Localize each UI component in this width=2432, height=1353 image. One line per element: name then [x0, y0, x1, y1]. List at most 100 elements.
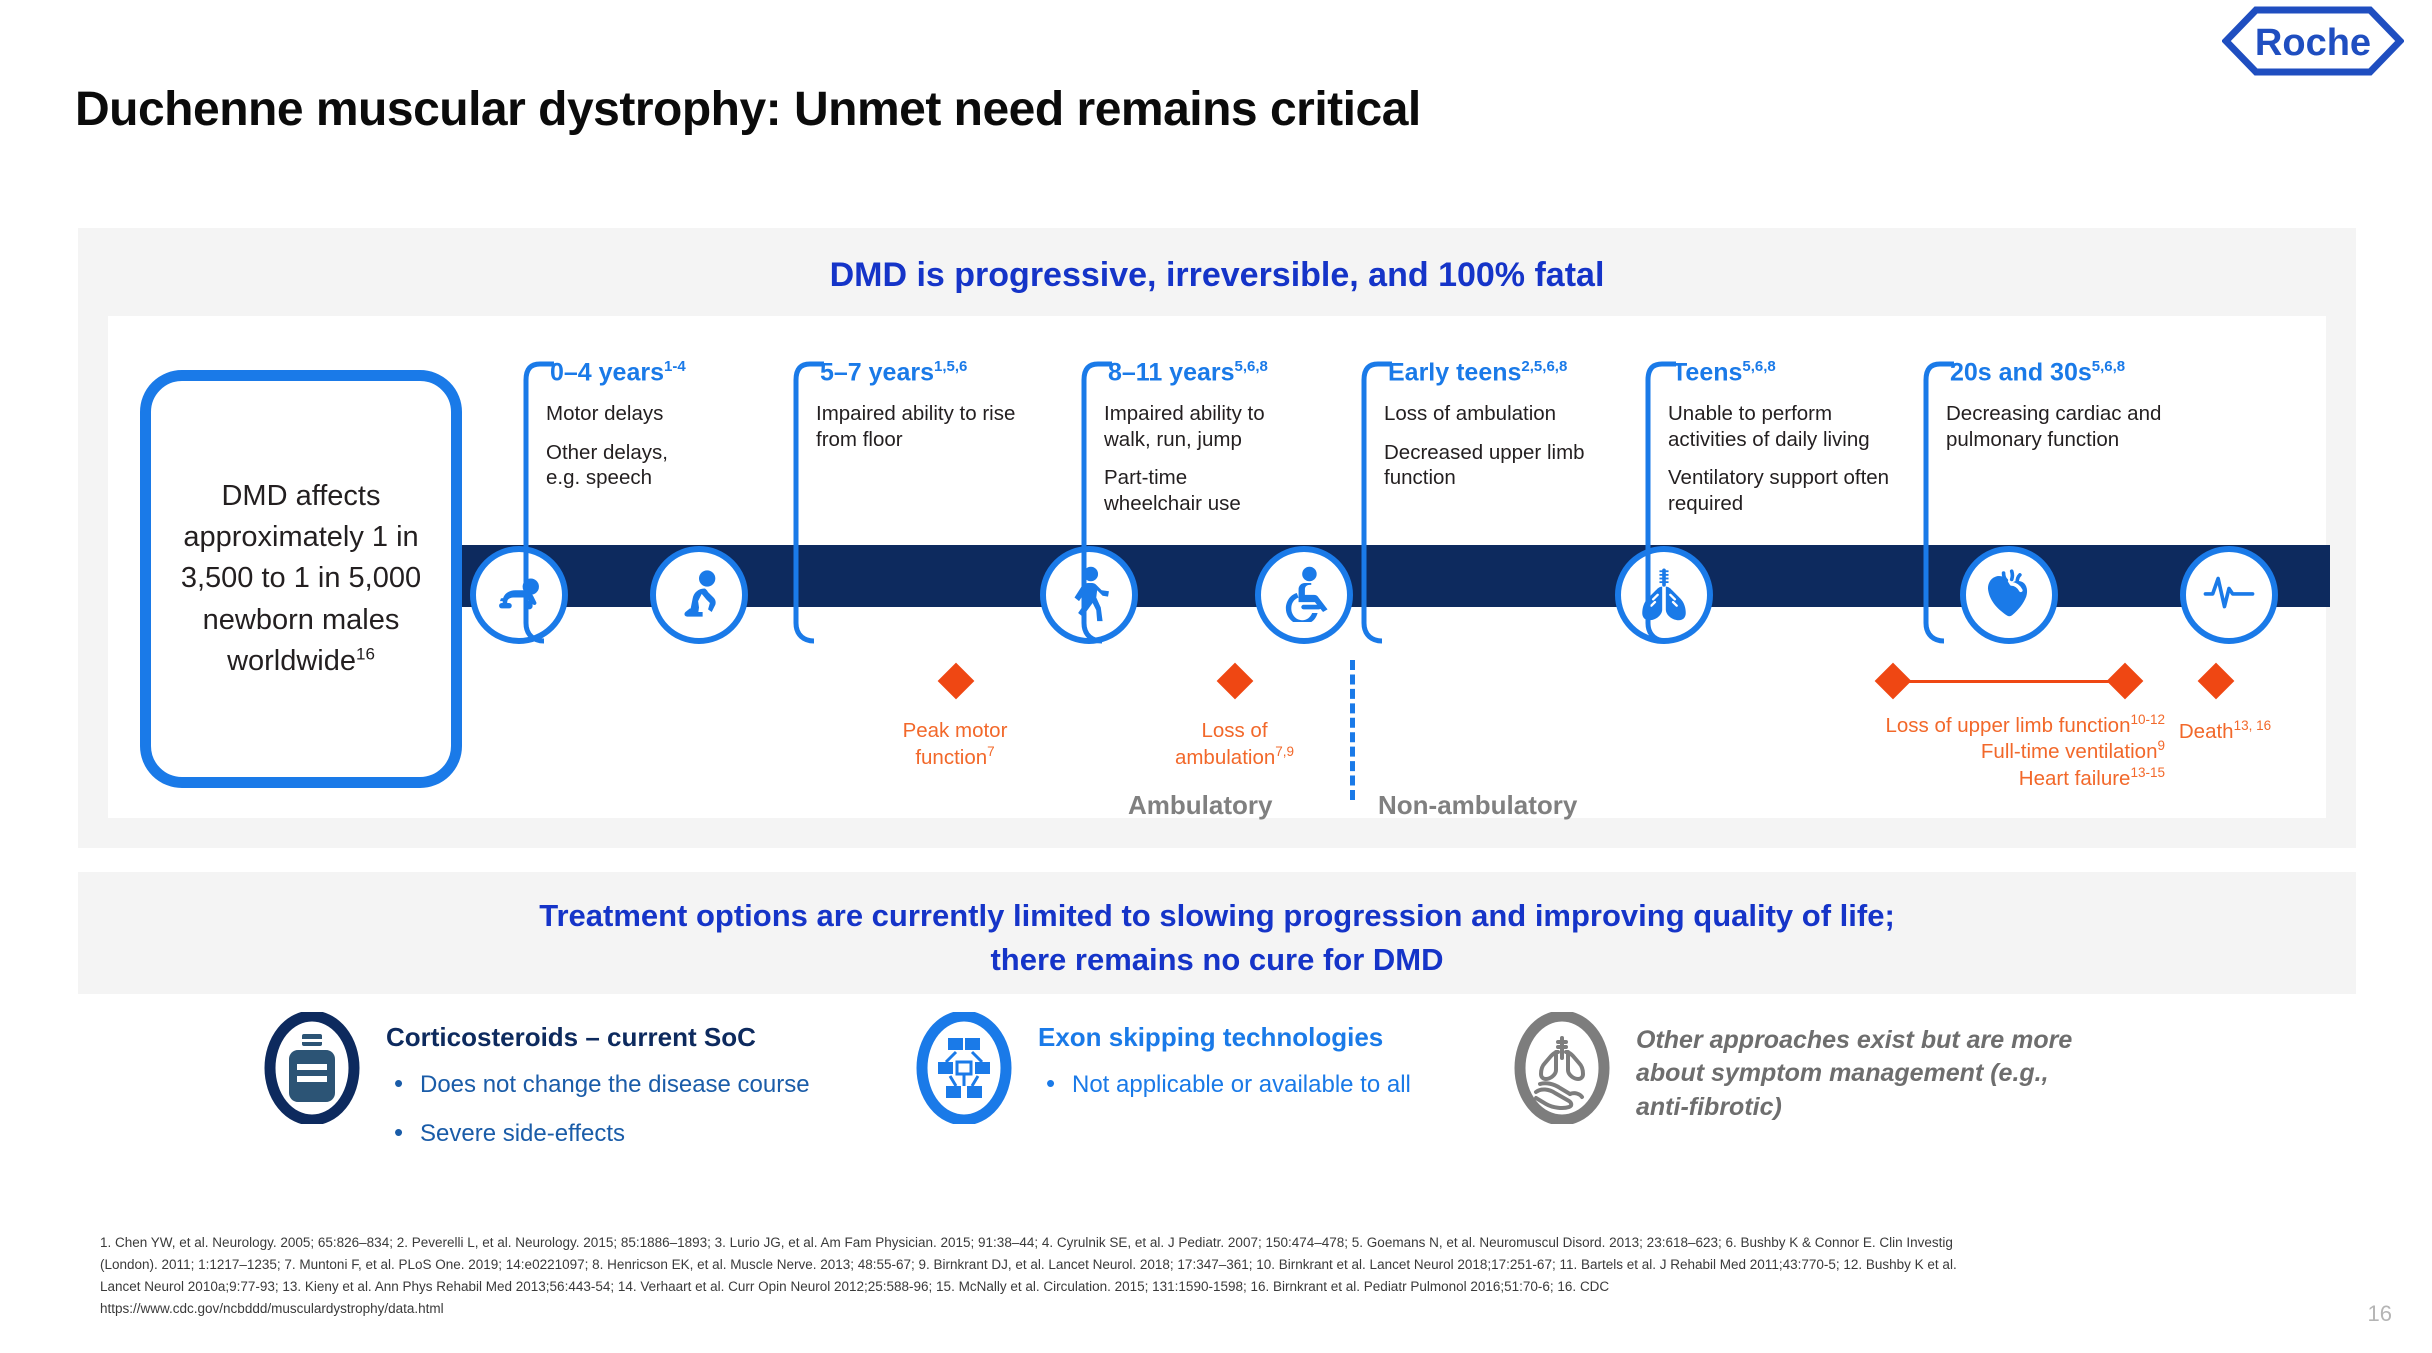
event-text: Peak motor function: [902, 719, 1008, 769]
wheelchair-icon: [1275, 564, 1333, 627]
treatment-bullet: Not applicable or available to all: [1038, 1067, 1411, 1101]
stage-callout-2: 8–11 years5,6,8 Impaired ability to walk…: [1078, 358, 1316, 644]
stage-node-0[interactable]: [470, 546, 568, 644]
event-line-heart-failure: Heart failure13-15: [1770, 765, 2165, 791]
treatment-card: Corticosteroids – current SoC Does not c…: [78, 994, 2356, 1202]
molecule-network-icon: [916, 1010, 1012, 1126]
event-label-peak-motor: Peak motor function7: [880, 718, 1030, 770]
heart-icon: [1980, 564, 2038, 627]
stage-callout-title-0: 0–4 years1-4: [550, 358, 758, 387]
event-line-upper-limb: Loss of upper limb function10-12: [1770, 712, 2165, 738]
treatment-option-exon-skipping: Exon skipping technologies Not applicabl…: [916, 994, 1416, 1126]
ecg-flatline-icon: [2200, 564, 2258, 627]
event-label-late-complications: Loss of upper limb function10-12 Full-ti…: [1770, 712, 2165, 791]
stage-bullet: Loss of ambulation: [1384, 402, 1557, 426]
event-text: Full-time ventilation: [1980, 740, 2158, 764]
stage-bullet: Decreasing cardiac and pulmonary functio…: [1946, 402, 2162, 451]
treatment-option-corticosteroids: Corticosteroids – current SoC Does not c…: [264, 994, 824, 1167]
footnotes: 1. Chen YW, et al. Neurology. 2005; 65:8…: [100, 1232, 2280, 1319]
event-refs: 10-12: [2130, 712, 2165, 727]
event-text: Loss of ambulation: [1174, 719, 1276, 769]
medicine-bottle-icon: [264, 1010, 360, 1126]
page-title: Duchenne muscular dystrophy: Unmet need …: [75, 83, 1421, 136]
stage-callout-title-4: Teens5,6,8: [1672, 358, 1897, 387]
progression-heading: DMD is progressive, irreversible, and 10…: [829, 256, 1605, 294]
stage-callout-3: Early teens2,5,6,8 Loss of ambulation De…: [1358, 358, 1596, 644]
stage-callout-title-2: 8–11 years5,6,8: [1108, 358, 1316, 387]
lungs-in-hand-icon: [1514, 1010, 1610, 1126]
stage-callout-title-3: Early teens2,5,6,8: [1388, 358, 1596, 387]
stage-refs-4: 5,6,8: [1742, 358, 1776, 375]
stage-refs-0: 1-4: [664, 358, 686, 375]
footnote-line: 1. Chen YW, et al. Neurology. 2005; 65:8…: [100, 1235, 1953, 1250]
stage-refs-2: 5,6,8: [1234, 358, 1268, 375]
callout-hook-icon: [1923, 361, 1954, 644]
stage-callout-body-5: Decreasing cardiac and pulmonary functio…: [1946, 401, 2190, 452]
phase-label-ambulatory: Ambulatory: [1128, 790, 1273, 820]
prevalence-text: DMD affects approximately 1 in 3,500 to …: [151, 476, 451, 682]
stage-label-2: 8–11 years: [1108, 358, 1235, 387]
treatment-bullet: Does not change the disease course: [386, 1067, 810, 1101]
callout-hook-icon: [1361, 361, 1392, 644]
kneeling-child-icon: [670, 564, 728, 627]
prevalence-superscript: 16: [356, 644, 375, 664]
stage-bullet: Impaired ability to rise from floor: [816, 402, 1016, 451]
treatment-option-content: Corticosteroids – current SoC Does not c…: [386, 1012, 810, 1167]
stage-node-3[interactable]: [1255, 546, 1353, 644]
orange-connector: [1888, 680, 2124, 683]
treatment-option-title: Corticosteroids – current SoC: [386, 1022, 756, 1052]
stage-node-5[interactable]: [1960, 546, 2058, 644]
callout-hook-icon: [523, 361, 554, 644]
callout-hook-icon: [1081, 361, 1112, 644]
stage-node-1[interactable]: [650, 546, 748, 644]
prevalence-box: DMD affects approximately 1 in 3,500 to …: [140, 370, 462, 788]
treatment-option-other-approaches: Other approaches exist but are more abou…: [1514, 994, 2074, 1126]
stage-node-4[interactable]: [1615, 546, 1713, 644]
event-text: Death: [2178, 719, 2234, 743]
treatment-option-statement: Other approaches exist but are more abou…: [1636, 1026, 2073, 1121]
callout-hook-icon: [1645, 361, 1676, 644]
stage-callout-body-1: Impaired ability to rise from floor: [816, 401, 1028, 452]
callout-hook-icon: [793, 361, 824, 644]
roche-logo: Roche: [2221, 6, 2405, 76]
event-line-ventilation: Full-time ventilation9: [1770, 738, 2165, 764]
stage-label-1: 5–7 years: [820, 358, 935, 387]
treatment-bullet: Severe side-effects: [386, 1116, 810, 1150]
phase-label-non-ambulatory: Non-ambulatory: [1378, 790, 1578, 820]
ambulatory-divider: [1350, 660, 1355, 800]
stage-bullet: Ventilatory support often required: [1668, 466, 1890, 515]
stage-callout-0: 0–4 years1-4 Motor delays Other delays, …: [520, 358, 758, 644]
stage-node-6[interactable]: [2180, 546, 2278, 644]
roche-logo-text: Roche: [2255, 22, 2371, 64]
stage-callout-body-2: Impaired ability to walk, run, jump Part…: [1104, 401, 1316, 516]
treatment-option-content: Exon skipping technologies Not applicabl…: [1038, 1012, 1411, 1118]
treatment-heading: Treatment options are currently limited …: [78, 894, 2356, 982]
stage-callout-5: 20s and 30s5,6,8 Decreasing cardiac and …: [1920, 358, 2190, 644]
treatment-heading-line1: Treatment options are currently limited …: [539, 898, 1895, 933]
stage-callout-4: Teens5,6,8 Unable to perform activities …: [1642, 358, 1897, 644]
stage-callout-body-3: Loss of ambulation Decreased upper limb …: [1384, 401, 1596, 490]
treatment-heading-line2: there remains no cure for DMD: [990, 942, 1444, 978]
event-text: Heart failure: [2018, 766, 2131, 790]
stage-bullet: Unable to perform activities of daily li…: [1668, 402, 1870, 451]
stage-bullet: Motor delays: [546, 402, 664, 426]
page-number: 16: [2367, 1301, 2392, 1326]
footnote-line: (London). 2011; 1:1217–1235; 7. Muntoni …: [100, 1256, 1957, 1272]
stage-callout-title-1: 5–7 years1,5,6: [820, 358, 1028, 387]
event-refs: 7,9: [1275, 743, 1295, 759]
event-refs: 9: [2157, 738, 2165, 754]
stage-callout-1: 5–7 years1,5,6 Impaired ability to rise …: [790, 358, 1028, 644]
event-refs: 13-15: [2130, 764, 2165, 780]
stage-callout-body-4: Unable to perform activities of daily li…: [1668, 401, 1897, 516]
stage-node-2[interactable]: [1040, 546, 1138, 644]
stage-bullet: Part-time wheelchair use: [1104, 466, 1241, 515]
event-label-loss-ambulation: Loss of ambulation7,9: [1152, 718, 1317, 770]
treatment-option-title: Exon skipping technologies: [1038, 1022, 1384, 1052]
event-text: Loss of upper limb function: [1885, 713, 2131, 737]
footnote-line: Lancet Neurol 2010a;9:77-93; 13. Kieny e…: [100, 1278, 1610, 1294]
stage-refs-1: 1,5,6: [934, 358, 968, 375]
treatment-option-bullets: Does not change the disease course Sever…: [386, 1067, 810, 1150]
treatment-option-bullets: Not applicable or available to all: [1038, 1067, 1411, 1101]
event-refs: 7: [987, 743, 995, 759]
stage-bullet: Other delays, e.g. speech: [546, 440, 668, 490]
